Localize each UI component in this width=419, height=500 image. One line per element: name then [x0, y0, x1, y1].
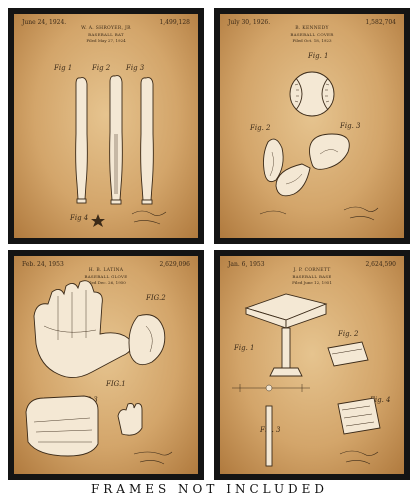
fig-label: Fig 3	[126, 64, 145, 72]
frame-base-patent: Jan. 6, 1953 2,624,590 J. P. CORNETT BAS…	[214, 250, 410, 480]
patent-filed: Filed Oct. 18, 1923	[292, 38, 332, 43]
patent-number: 2,624,590	[365, 261, 396, 268]
fig-label: Fig. 2	[338, 330, 359, 338]
frame-ball-patent: July 30, 1926. 1,582,704 B. KENNEDY BASE…	[214, 8, 410, 244]
patent-inventor: J. P. CORNETT	[293, 268, 331, 273]
fig-label: Fig. 1	[234, 344, 255, 352]
fig-label: Fig 1	[54, 64, 73, 72]
ball-patent-print: July 30, 1926. 1,582,704 B. KENNEDY BASE…	[220, 14, 404, 238]
patent-inventor: W. A. SHROYER, JR	[81, 26, 131, 31]
patent-filed: Filed May 27, 1924	[86, 38, 126, 43]
fig-label: Fig. 3	[340, 122, 361, 130]
bat-drawing	[75, 75, 167, 227]
base-drawing	[232, 293, 381, 467]
glove-patent-print: Feb. 24, 1953 2,629,096 H. B. LATINA BAS…	[14, 256, 198, 474]
fig-label: Fig 2	[92, 64, 111, 72]
ball-drawing	[259, 71, 379, 221]
patent-date: Jan. 6, 1953	[228, 261, 265, 268]
bat-patent-print: June 24, 1924. 1,499,128 W. A. SHROYER, …	[14, 14, 198, 238]
patent-title: BASEBALL GLOVE	[84, 274, 128, 279]
fig-label: Fig. 4	[370, 396, 391, 404]
frames-not-included-caption: FRAMES NOT INCLUDED	[90, 482, 329, 496]
patent-inventor: H. B. LATINA	[88, 268, 124, 273]
frame-bat-patent: June 24, 1924. 1,499,128 W. A. SHROYER, …	[8, 8, 204, 244]
patent-number: 2,629,096	[159, 261, 190, 268]
patent-number: 1,499,128	[159, 19, 190, 26]
patent-inventor: B. KENNEDY	[295, 26, 329, 31]
fig-label: Fig. 2	[250, 124, 271, 132]
glove-drawing	[25, 280, 173, 465]
patent-title: BASEBALL BASE	[292, 274, 332, 279]
base-patent-print: Jan. 6, 1953 2,624,590 J. P. CORNETT BAS…	[220, 256, 404, 474]
fig-label: FIG.1	[106, 380, 126, 388]
fig-label: FIG.2	[146, 294, 166, 302]
patent-title: BASEBALL BAT	[88, 32, 124, 37]
patent-date: June 24, 1924.	[22, 19, 67, 26]
patent-date: July 30, 1926.	[228, 19, 271, 26]
patent-number: 1,582,704	[365, 19, 396, 26]
frame-glove-patent: Feb. 24, 1953 2,629,096 H. B. LATINA BAS…	[8, 250, 204, 480]
patent-filed: Filed Dec. 26, 1950	[86, 280, 126, 285]
fig-label: Fig 4	[70, 214, 89, 222]
patent-date: Feb. 24, 1953	[22, 261, 64, 268]
patent-title: BASEBALL COVER	[290, 32, 334, 37]
fig-label: Fig. 1	[308, 52, 329, 60]
patent-filed: Filed June 12, 1951	[292, 280, 332, 285]
